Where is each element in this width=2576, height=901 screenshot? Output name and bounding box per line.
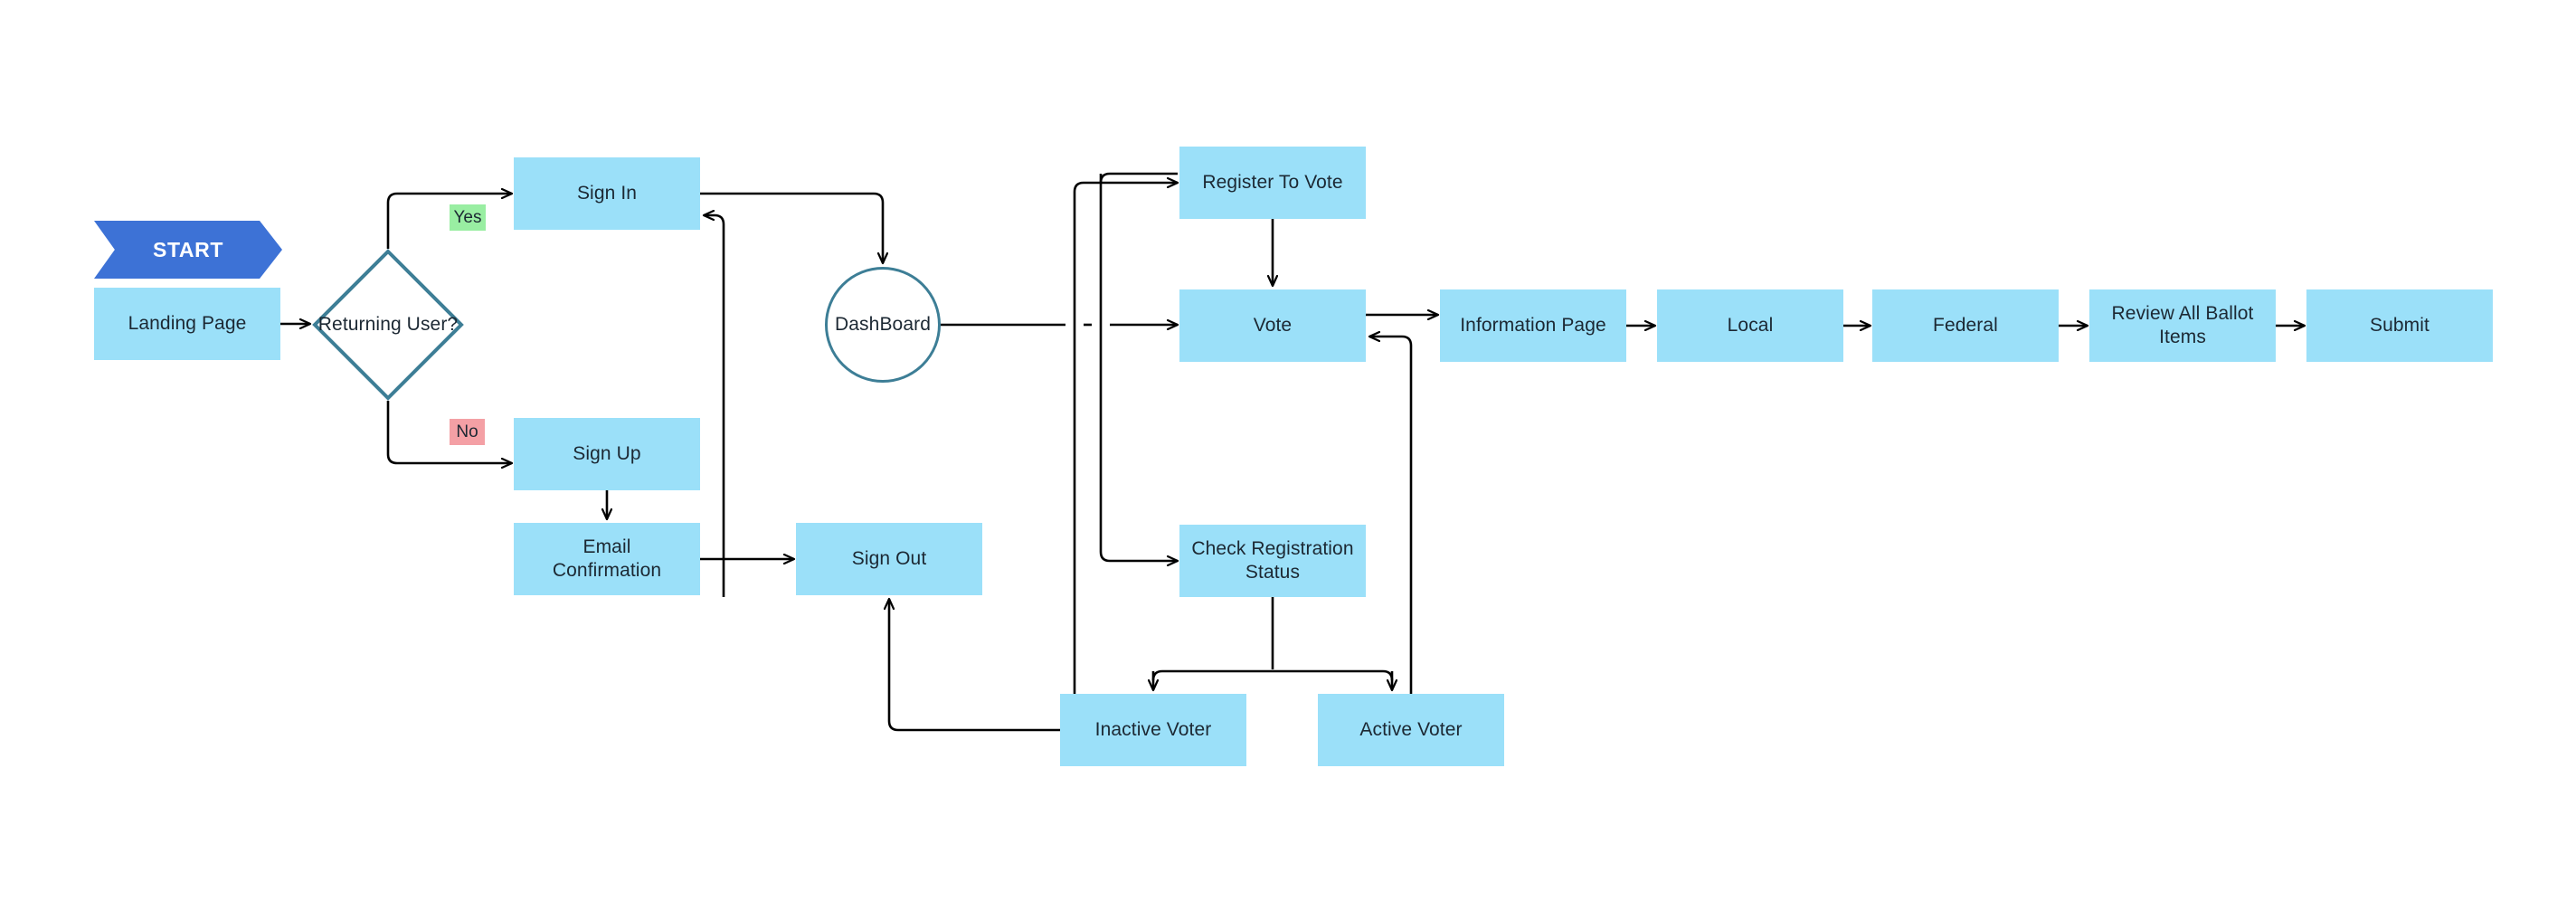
node-information-page-label: Information Page [1460,314,1606,336]
node-sign-up[interactable]: Sign Up [514,418,700,490]
node-check-registration-status-label: Check Registration Status [1191,537,1354,583]
node-dashboard-label: DashBoard [835,313,931,335]
node-submit[interactable]: Submit [2306,289,2493,362]
node-vote[interactable]: Vote [1179,289,1366,362]
node-dashboard[interactable]: DashBoard [825,267,941,383]
node-inactive-voter[interactable]: Inactive Voter [1060,694,1246,766]
node-vote-label: Vote [1253,314,1293,336]
edge-active-vote [1369,337,1413,694]
node-returning-user-label: Returning User? [317,313,459,335]
node-federal[interactable]: Federal [1872,289,2059,362]
edge-label-no: No [450,419,485,445]
node-email-confirmation-label: Email Confirmation [552,536,662,581]
node-returning-user-decision[interactable]: Returning User? [312,249,464,401]
edge-dashboard-checkreg-top [1099,172,1178,184]
node-sign-out[interactable]: Sign Out [796,523,982,595]
node-check-registration-status[interactable]: Check Registration Status [1179,525,1366,597]
node-submit-label: Submit [2370,314,2429,336]
edge-signin-dashboard [700,192,883,263]
node-local[interactable]: Local [1657,289,1843,362]
node-review-all-ballot-items-label: Review All Ballot Items [2111,302,2254,347]
node-sign-in-label: Sign In [576,182,638,204]
node-sign-in[interactable]: Sign In [514,157,700,230]
edge-dashboard-checkreg [1099,174,1178,561]
edge-label-no-text: No [456,422,478,441]
edge-label-yes-text: Yes [453,207,482,227]
node-information-page[interactable]: Information Page [1440,289,1626,362]
node-active-voter[interactable]: Active Voter [1318,694,1504,766]
node-sign-out-label: Sign Out [851,547,927,569]
node-active-voter-label: Active Voter [1359,718,1463,740]
node-sign-up-label: Sign Up [573,442,641,464]
node-register-to-vote-label: Register To Vote [1202,171,1343,193]
node-landing-page[interactable]: Landing Page [94,288,280,360]
edge-label-yes: Yes [450,204,486,231]
node-inactive-voter-label: Inactive Voter [1094,718,1212,740]
node-start[interactable]: START [94,221,282,279]
node-federal-label: Federal [1933,314,1998,336]
node-register-to-vote[interactable]: Register To Vote [1179,147,1366,219]
node-landing-page-label: Landing Page [128,312,247,334]
edge-inactive-signout [889,599,1060,732]
edge-signout-signin [704,215,725,597]
node-start-label: START [153,237,223,261]
edge-inactive-register-riser [1073,183,1178,724]
edge-checkreg-split-bar [1151,669,1394,681]
diamond-shape-icon [312,249,464,401]
node-email-confirmation[interactable]: Email Confirmation [514,523,700,595]
node-review-all-ballot-items[interactable]: Review All Ballot Items [2089,289,2276,362]
node-local-label: Local [1727,314,1774,336]
